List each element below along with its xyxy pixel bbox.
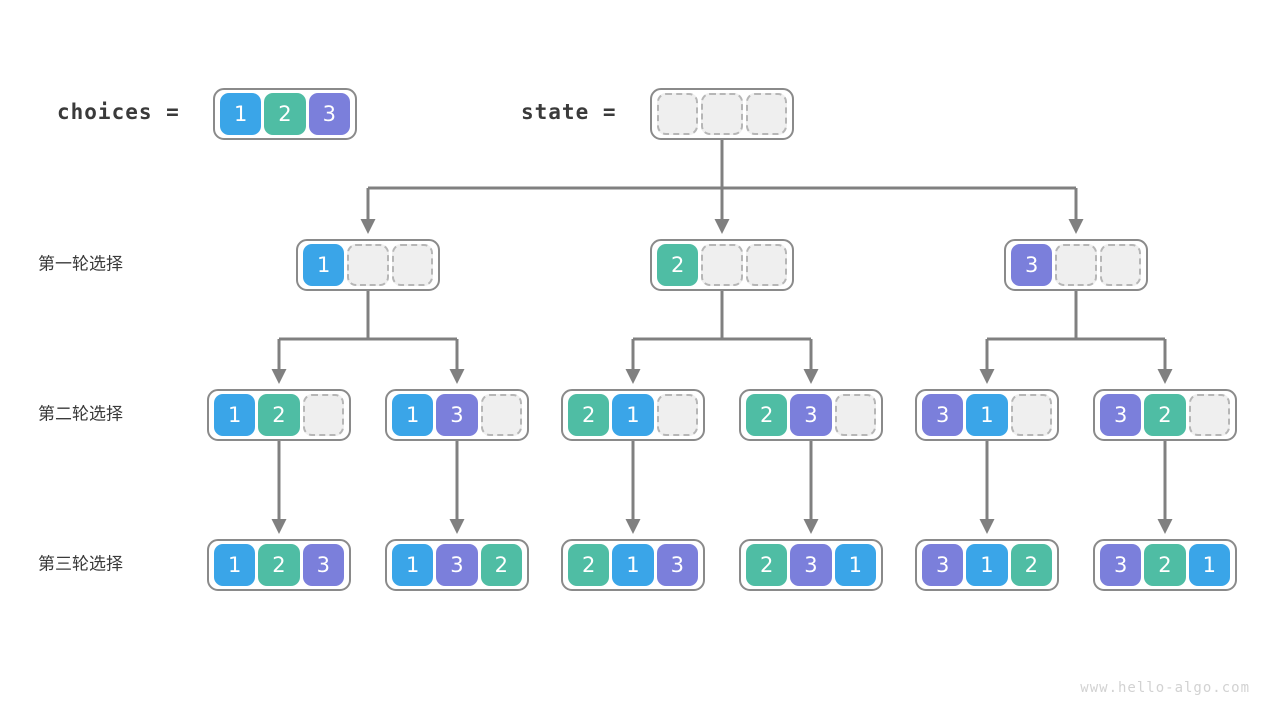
array-cell-empty: [1055, 244, 1097, 286]
array-cell-value: 1: [966, 544, 1008, 586]
choices-label: choices =: [57, 100, 180, 124]
array-cell-empty: [745, 244, 787, 286]
array-cell-value: 1: [392, 544, 434, 586]
array-cell-value: 3: [790, 394, 832, 436]
array-cell-value: 2: [568, 544, 610, 586]
array-cell-value: 2: [480, 544, 522, 586]
array-cell-value: 3: [656, 544, 698, 586]
array-cell-value: 3: [436, 544, 478, 586]
row-label-round-2: 第二轮选择: [38, 404, 123, 425]
array-cell-empty: [1188, 394, 1230, 436]
array-cell-value: 3: [308, 93, 350, 135]
array-cell-value: 1: [392, 394, 434, 436]
array-cell-value: 1: [966, 394, 1008, 436]
array-cell-value: 3: [922, 394, 964, 436]
array-cell-empty: [1099, 244, 1141, 286]
array-cell-empty: [1010, 394, 1052, 436]
row-label-round-1: 第一轮选择: [38, 254, 123, 275]
array-cell-value: 1: [612, 394, 654, 436]
array-cell-empty: [391, 244, 433, 286]
array-cell-empty: [657, 93, 699, 135]
tree-node-n-2: 2: [650, 239, 794, 291]
array-cell-value: 1: [1188, 544, 1230, 586]
array-cell-empty: [745, 93, 787, 135]
tree-node-n-1: 1: [296, 239, 440, 291]
array-cell-value: 1: [214, 544, 256, 586]
array-cell-value: 2: [264, 93, 306, 135]
row-label-round-3: 第三轮选择: [38, 554, 123, 575]
array-cell-empty: [701, 93, 743, 135]
array-cell-empty: [347, 244, 389, 286]
array-cell-value: 2: [1144, 394, 1186, 436]
state-label: state =: [521, 100, 617, 124]
array-cell-value: 2: [258, 544, 300, 586]
array-cell-value: 1: [303, 244, 345, 286]
array-cell-empty: [480, 394, 522, 436]
array-cell-value: 2: [746, 394, 788, 436]
array-cell-value: 2: [1144, 544, 1186, 586]
array-cell-value: 3: [1100, 394, 1142, 436]
array-cell-value: 1: [220, 93, 262, 135]
array-cell-value: 2: [746, 544, 788, 586]
array-cell-empty: [834, 394, 876, 436]
array-cell-value: 3: [1100, 544, 1142, 586]
array-cell-value: 3: [922, 544, 964, 586]
array-cell-empty: [302, 394, 344, 436]
tree-node-n-3: 3: [1004, 239, 1148, 291]
array-cell-value: 2: [657, 244, 699, 286]
array-cell-value: 3: [1011, 244, 1053, 286]
array-cell-value: 2: [1010, 544, 1052, 586]
array-cell-value: 2: [258, 394, 300, 436]
array-cell-value: 1: [834, 544, 876, 586]
array-cell-value: 3: [436, 394, 478, 436]
array-cell-value: 3: [302, 544, 344, 586]
array-cell-empty: [656, 394, 698, 436]
state-array: [650, 88, 794, 140]
array-cell-value: 1: [612, 544, 654, 586]
array-cell-empty: [701, 244, 743, 286]
array-cell-value: 2: [568, 394, 610, 436]
array-cell-value: 1: [214, 394, 256, 436]
watermark: www.hello-algo.com: [1080, 680, 1250, 696]
array-cell-value: 3: [790, 544, 832, 586]
